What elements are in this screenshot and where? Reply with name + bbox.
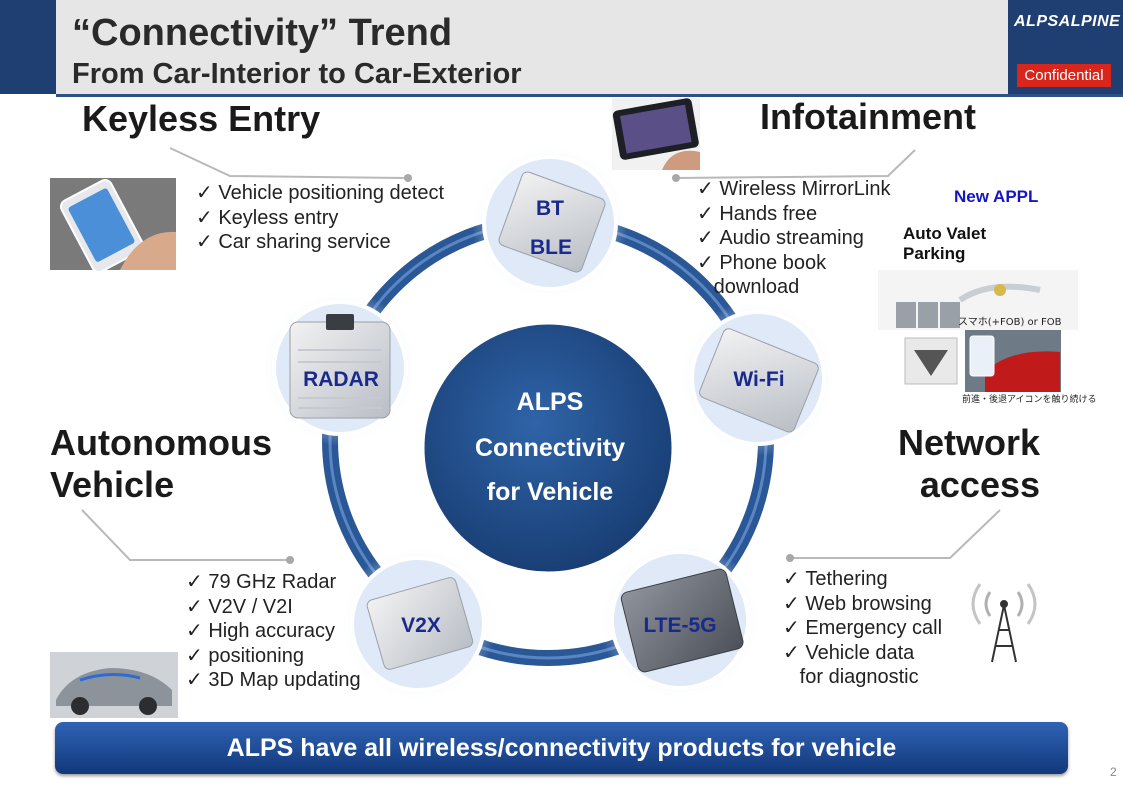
list-item: 79 GHz Radar (186, 570, 361, 595)
new-appl-label: New APPL (954, 187, 1039, 206)
list-item: Wireless MirrorLink (697, 177, 890, 202)
list-item: Hands free (697, 202, 890, 227)
list-item: 3D Map updating (186, 668, 360, 693)
hub-label-line3: for Vehicle (487, 478, 614, 506)
section-title-network-line2: access (919, 464, 1041, 505)
hub-label-line1: ALPS (517, 388, 584, 416)
list-item: Vehicle positioning detect (196, 181, 444, 206)
module-label-v2x: V2X (401, 614, 441, 637)
auto-valet-label: Auto Valet Parking (903, 224, 986, 264)
confidential-badge: Confidential (1017, 64, 1111, 87)
header-band (56, 0, 1123, 94)
section-title-autonomous-line2: Vehicle (50, 464, 175, 505)
section-title-network: Network access (898, 422, 1040, 506)
list-item: Web browsing (783, 592, 942, 617)
auto-valet-photo (878, 270, 1078, 392)
leader-autonomous (81, 509, 290, 561)
list-item: Audio streaming (697, 226, 890, 251)
list-item: Keyless entry (196, 206, 444, 231)
slide-title: “Connectivity” Trend (72, 12, 453, 54)
module-node-wifi (680, 300, 836, 456)
module-node-radar (262, 290, 418, 446)
leader-lines (81, 147, 1001, 561)
summary-banner: ALPS have all wireless/connectivity prod… (55, 722, 1068, 774)
header-underline (56, 94, 1123, 97)
page-number: 2 (1110, 765, 1117, 779)
module-label-wifi: Wi-Fi (733, 368, 784, 391)
list-item-continuation: download (713, 276, 800, 298)
list-item: Emergency call (783, 616, 942, 641)
section-title-keyless: Keyless Entry (82, 98, 321, 139)
valet-photo-caption: スマホ(+FOB) or FOB (958, 316, 1062, 328)
header-accent-bar (0, 0, 56, 94)
module-label-ble: BLE (530, 236, 572, 259)
cell-tower-icon (971, 583, 1037, 663)
leader-dot (786, 554, 794, 562)
leader-dot (404, 174, 412, 182)
list-item: Phone book (697, 251, 890, 276)
list-item: Tethering (783, 567, 942, 592)
leader-keyless (169, 147, 409, 179)
list-item: Car sharing service (196, 230, 444, 255)
section-title-network-line1: Network (898, 422, 1041, 463)
module-node-lte (600, 540, 760, 700)
list-item-continuation: for diagnostic (799, 666, 919, 688)
auto-valet-label-line2: Parking (903, 244, 966, 263)
module-label-bt: BT (536, 197, 564, 220)
leader-network (790, 509, 1001, 559)
section-title-autonomous-line1: Autonomous (50, 422, 272, 463)
infotainment-bullet-list: Wireless MirrorLink Hands free Audio str… (697, 177, 891, 300)
leader-infotainment (675, 149, 916, 179)
list-item: High accuracy (186, 619, 361, 644)
alpsalpine-logo: ALPSALPINE (1014, 13, 1121, 30)
section-title-autonomous: Autonomous Vehicle (50, 422, 272, 506)
section-title-infotainment: Infotainment (760, 96, 976, 137)
module-label-lte: LTE-5G (643, 614, 716, 637)
hub-circle (421, 321, 675, 575)
module-node-v2x (340, 546, 496, 702)
list-item: positioning (186, 644, 361, 669)
list-item: V2V / V2I (186, 595, 361, 620)
module-label-radar: RADAR (303, 368, 379, 391)
network-bullet-list: Tethering Web browsing Emergency call Ve… (783, 567, 942, 690)
valet-photo-caption-2: 前進・後退アイコンを触り続ける (962, 393, 1097, 405)
smartphone-photo (50, 178, 176, 273)
auto-valet-label-line1: Auto Valet (903, 224, 987, 243)
autonomous-bullet-list: 79 GHz Radar V2V / V2I High accuracy pos… (186, 570, 361, 693)
keyless-bullet-list: Vehicle positioning detect Keyless entry… (196, 181, 444, 255)
leader-dot (286, 556, 294, 564)
slide-subtitle: From Car-Interior to Car-Exterior (72, 58, 522, 90)
leader-dot (672, 174, 680, 182)
tablet-photo (612, 98, 700, 170)
list-item: Vehicle data (783, 641, 942, 666)
car-photo (50, 652, 178, 718)
hub-label-line2: Connectivity (475, 434, 625, 462)
module-node-bt (472, 145, 628, 301)
